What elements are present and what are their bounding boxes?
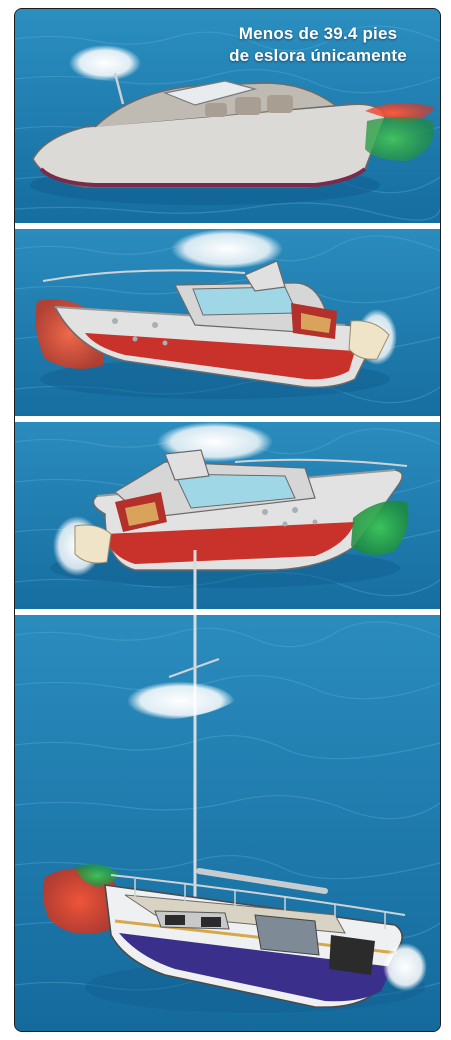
caption-line-2: de eslora únicamente [218, 45, 418, 67]
panel-powerboat-small: Menos de 39.4 pies de eslora únicamente [15, 9, 440, 223]
powerboat-port-illustration [15, 229, 440, 416]
illustration-frame: Menos de 39.4 pies de eslora únicamente [14, 8, 441, 1032]
panel-powerboat-port-view [15, 229, 440, 416]
masthead-light-glow [171, 229, 283, 269]
stern-light-glow [383, 943, 427, 991]
powerboat-starboard-illustration [15, 422, 440, 609]
panel-powerboat-starboard-view [15, 422, 440, 609]
white-allround-light-glow [69, 45, 141, 81]
length-caption: Menos de 39.4 pies de eslora únicamente [218, 23, 418, 67]
caption-line-1: Menos de 39.4 pies [218, 23, 418, 45]
sailboat-illustration [15, 615, 440, 1031]
panel-sailboat [15, 615, 440, 1031]
